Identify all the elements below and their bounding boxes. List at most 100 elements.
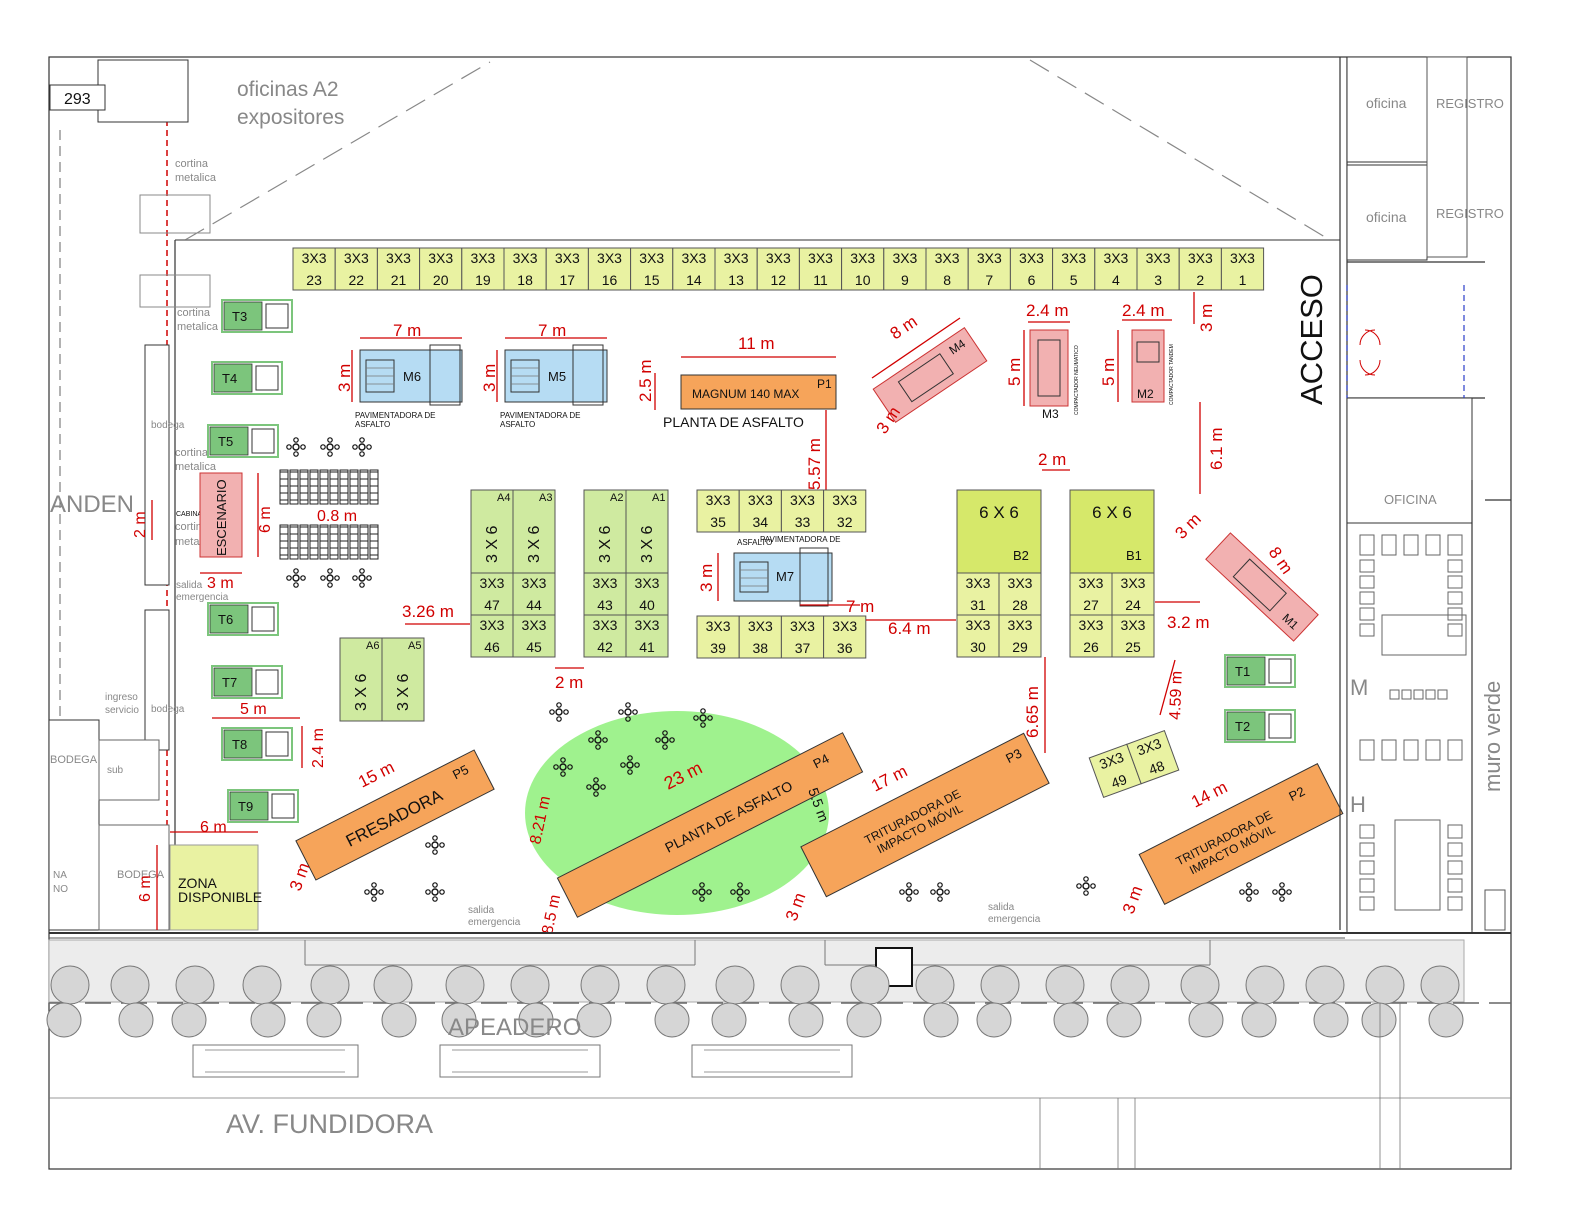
booth-size: 3X3 [748, 618, 773, 634]
m3-width-dim: 2.4 m [1026, 301, 1069, 320]
truck-t7[interactable]: T7 [211, 665, 283, 699]
na-label: NA [53, 870, 67, 881]
machine-m7[interactable]: M7 ASFALTO PAVIMENTADORA DE [733, 535, 840, 607]
available-zone[interactable]: ZONA DISPONIBLE [169, 844, 262, 931]
machine-m4[interactable]: M4 [872, 326, 988, 424]
block-b1[interactable]: 6 X 6B1 [1069, 489, 1155, 574]
table-icon [352, 437, 372, 457]
exhibitors-label: expositores [237, 106, 344, 129]
registration-label: REGISTRO [1436, 96, 1504, 111]
machine-m2[interactable]: M2 COMPACTADOR TANDEM [1131, 329, 1175, 405]
block-label: A4 [497, 492, 510, 504]
truck-t2[interactable]: T2 [1224, 709, 1296, 743]
machine-m1[interactable]: M1 [1205, 532, 1319, 642]
truck-t1[interactable]: T1 [1224, 654, 1296, 688]
table-icon [588, 730, 608, 750]
block-b2[interactable]: 6 X 6B2 [956, 489, 1042, 574]
truck-t3[interactable]: T3 [221, 299, 293, 333]
booth-number: 24 [1125, 597, 1141, 613]
m5-width-dim: 7 m [538, 321, 566, 340]
machine-m6[interactable]: M6 PAVIMENTADORA DE ASFALTO [355, 344, 463, 429]
truck-t6[interactable]: T6 [207, 602, 279, 636]
plant-p1[interactable]: MAGNUM 140 MAX P1 PLANTA DE ASFALTO [663, 374, 837, 430]
bodega-label: BODEGA [117, 869, 165, 881]
truck-t9[interactable]: T9 [227, 789, 299, 823]
exit-label: salida [468, 905, 495, 916]
truck-t8[interactable]: T8 [221, 727, 293, 761]
plant-p1-label: MAGNUM 140 MAX [692, 387, 799, 401]
machine-m5[interactable]: M5 PAVIMENTADORA DE ASFALTO [500, 344, 608, 429]
machine-caption: ASFALTO [737, 538, 772, 547]
plant-p5-tag: P5 [450, 762, 471, 783]
booth-number: 16 [602, 272, 618, 288]
truck-label: T1 [1235, 664, 1250, 679]
machine-m6-label: M6 [403, 369, 421, 384]
booth-size: 3X3 [808, 250, 833, 266]
truck-t4[interactable]: T4 [211, 361, 283, 395]
booth-size: 3X3 [966, 575, 991, 591]
stage[interactable]: ESCENARIO [199, 472, 243, 558]
table-icon [425, 882, 445, 902]
machine-m3[interactable]: M3 COMPACTADOR NEUMATICO [1029, 329, 1080, 421]
booth-size: 3X3 [706, 492, 731, 508]
booth-size: 3X3 [470, 250, 495, 266]
booth-size: 3X3 [522, 575, 547, 591]
truck-label: T7 [222, 675, 237, 690]
table-symbols [286, 437, 1292, 902]
machine-caption: PAVIMENTADORA DE [760, 535, 840, 544]
truck-t5[interactable]: T5 [207, 424, 279, 458]
